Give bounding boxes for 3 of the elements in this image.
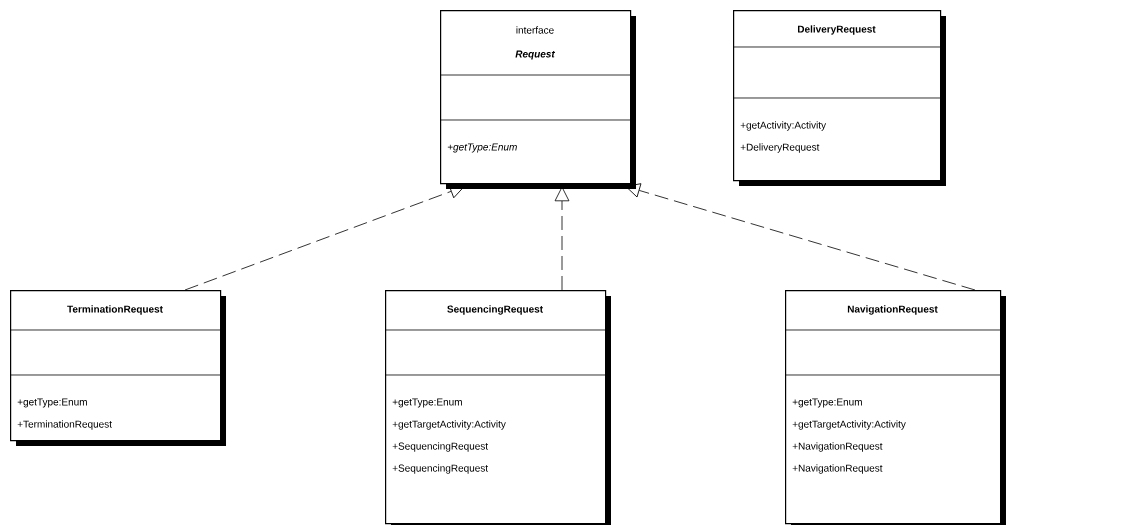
- arrow: [554, 186, 570, 291]
- arrow: [184, 184, 465, 291]
- arrow: [625, 183, 976, 291]
